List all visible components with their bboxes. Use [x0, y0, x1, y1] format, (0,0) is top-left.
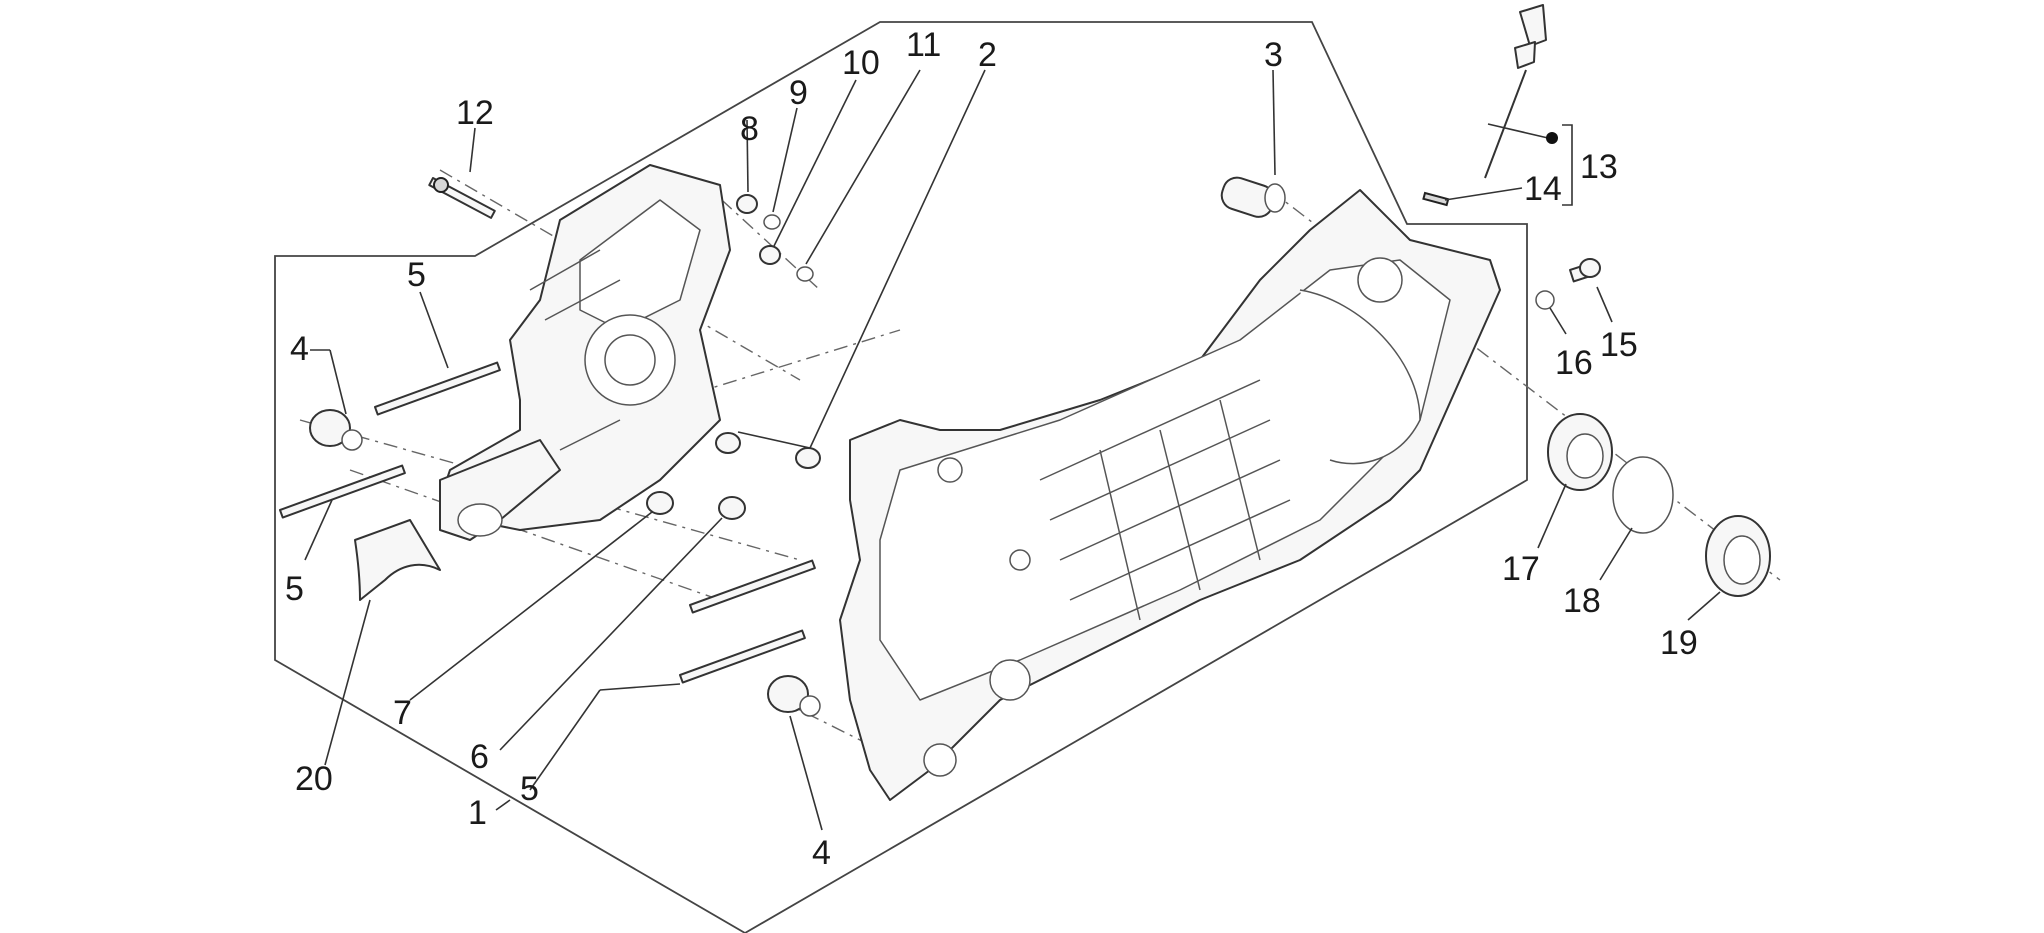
silent-blocks: [309, 409, 821, 717]
callout-16: 16: [1555, 344, 1593, 382]
callout-10: 10: [842, 44, 880, 82]
callout-2: 2: [978, 36, 997, 74]
callout-6: 6: [470, 738, 489, 776]
callout-4b: 4: [812, 834, 831, 872]
callout-17: 17: [1502, 550, 1540, 588]
axis-lines: [299, 169, 1781, 761]
callout-1: 1: [468, 794, 487, 832]
callout-9: 9: [789, 74, 808, 112]
right-crankcase-half: [839, 189, 1501, 801]
dipstick: [1422, 4, 1547, 207]
callout-13: 13: [1580, 148, 1618, 186]
callout-labels: 1 2 3 4 4 5 5 5 6 7 8 9 10 11 12 13 14 1…: [285, 26, 1698, 872]
callout-12: 12: [456, 94, 494, 132]
callout-8: 8: [740, 110, 759, 148]
assembly-boundary: [274, 21, 1528, 933]
callout-14: 14: [1524, 170, 1562, 208]
bearing-assembly: [1547, 413, 1771, 597]
callout-15: 15: [1600, 326, 1638, 364]
bushing-20: [354, 519, 441, 601]
callout-5a: 5: [407, 256, 426, 294]
left-crankcase-half: [439, 164, 731, 541]
callout-3: 3: [1264, 36, 1283, 74]
dowels: [646, 432, 821, 520]
screw-washer: [1535, 258, 1601, 310]
leader-lines: [304, 69, 1721, 831]
group-bracket: [1562, 124, 1573, 206]
callout-5b: 5: [285, 570, 304, 608]
nuts-washers: [736, 194, 814, 282]
dipstick-dot: [1546, 132, 1558, 144]
bolt-12: [428, 177, 496, 219]
callout-4a: 4: [290, 330, 309, 368]
callout-20: 20: [295, 760, 333, 798]
studs: [279, 361, 816, 684]
callout-18: 18: [1563, 582, 1601, 620]
callout-11: 11: [906, 26, 941, 64]
callout-7: 7: [393, 694, 412, 732]
callout-5c: 5: [520, 770, 539, 808]
callout-19: 19: [1660, 624, 1698, 662]
bushing-3: [1220, 176, 1286, 218]
